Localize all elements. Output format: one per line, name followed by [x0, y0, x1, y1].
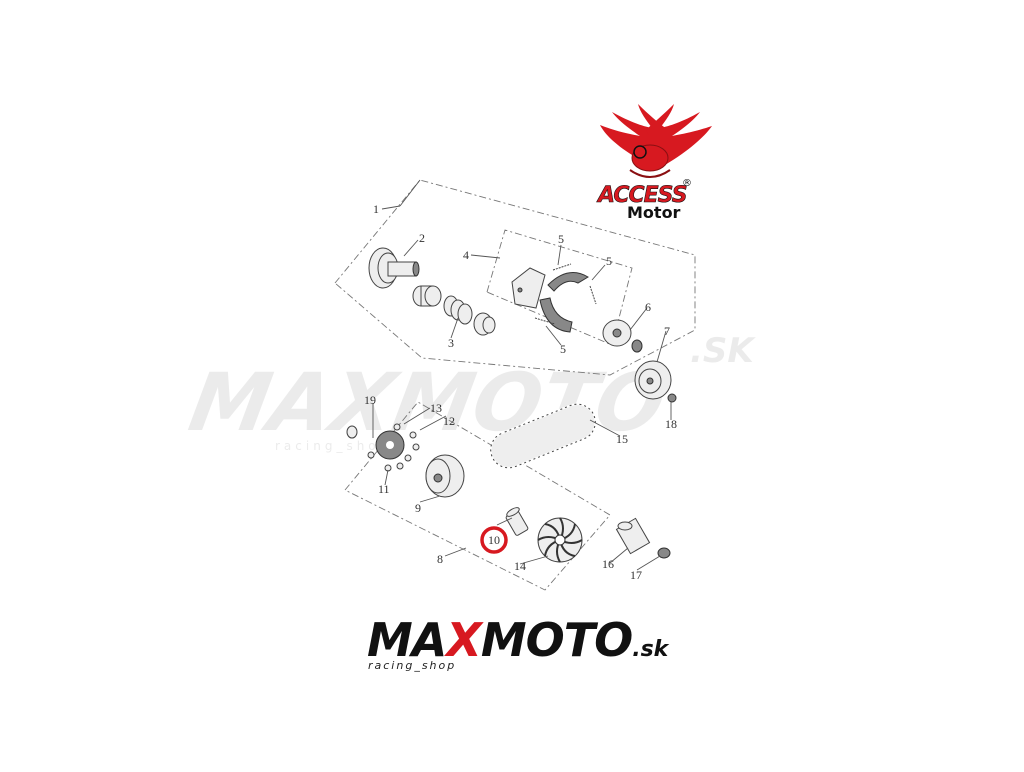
callout-7: 7	[664, 324, 670, 338]
callout-5c: 5	[560, 342, 566, 356]
callout-5a: 5	[558, 232, 564, 246]
callout-9: 9	[415, 501, 421, 515]
part-nut-18	[667, 393, 677, 403]
part-clutch-nut	[602, 319, 643, 353]
part-drive-belt	[489, 403, 597, 469]
maxmoto-logo-part-1: MA	[367, 613, 447, 667]
access-motor-logo	[600, 104, 712, 178]
maxmoto-logo-suffix: .sk	[632, 637, 669, 662]
part-clutch-bell	[634, 360, 672, 400]
callout-12: 12	[443, 414, 455, 428]
callout-13: 13	[430, 401, 442, 415]
callout-3: 3	[448, 336, 454, 350]
part-clutch-shoes	[511, 263, 597, 333]
maxmoto-logo: MAXMOTO.sk	[367, 615, 677, 665]
maxmoto-logo-part-2: MOTO	[480, 613, 633, 667]
watermark-tag: racing_shop	[275, 439, 391, 453]
part-ramp-plate	[375, 423, 420, 462]
callout-5b: 5	[606, 254, 612, 268]
callout-14: 14	[514, 559, 526, 573]
callout-4: 4	[463, 248, 469, 262]
callout-2: 2	[419, 231, 425, 245]
callout-10: 10	[488, 533, 500, 547]
logo-brand-name: ACCESS	[598, 183, 688, 209]
maxmoto-tagline: racing_shop	[368, 659, 457, 672]
watermark-suffix: .SK	[690, 331, 756, 371]
callout-16: 16	[602, 557, 614, 571]
callout-8: 8	[437, 552, 443, 566]
callout-15: 15	[616, 432, 628, 446]
leader-lines	[372, 179, 672, 571]
part-fan	[537, 517, 583, 563]
callout-6: 6	[645, 300, 651, 314]
callout-18: 18	[665, 417, 677, 431]
logo-registered-mark: ®	[682, 178, 692, 189]
part-bearing-set	[412, 285, 496, 336]
watermark-text: MAXMOTO	[183, 357, 673, 450]
logo-brand-sub: Motor	[627, 203, 681, 222]
callout-17: 17	[630, 568, 642, 582]
callout-11: 11	[378, 482, 390, 496]
part-spacer-16	[615, 517, 651, 555]
watermark: MAXMOTO .SK racing_shop	[183, 331, 757, 453]
callout-labels: 1 2 3 4 5 5 5 6 7 8 9 10 11 12 13 14 15 …	[364, 202, 677, 582]
callout-19: 19	[364, 393, 376, 407]
part-rollers	[367, 451, 404, 472]
part-washer-19	[346, 425, 358, 439]
part-clutch-pulley	[368, 247, 420, 289]
part-nut-17	[657, 547, 671, 559]
part-bush-10	[505, 507, 529, 536]
highlight-circle	[480, 526, 508, 554]
callout-1: 1	[373, 202, 379, 216]
maxmoto-logo-x: X	[446, 613, 481, 667]
part-drive-face	[425, 454, 465, 498]
